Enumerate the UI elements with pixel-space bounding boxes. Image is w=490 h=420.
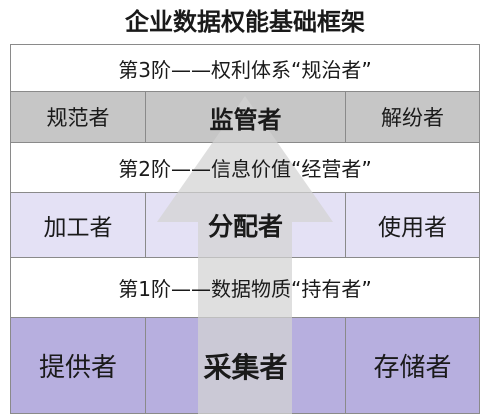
tier1-role-center-label: 采集者 [145, 317, 346, 414]
tier1-role-right-text: 存储者 [373, 353, 452, 383]
tier2-role-left: 加工者 [10, 192, 146, 258]
tier1-heading-overlay: 第1阶——数据物质“持有者” [10, 257, 480, 318]
tier2-heading-overlay-text: 第2阶——信息价值“经营者” [118, 157, 372, 181]
tier1-heading-overlay-text: 第1阶——数据物质“持有者” [118, 277, 372, 301]
tier3-role-right: 解纷者 [345, 91, 480, 143]
tier3-heading: 第3阶——权利体系“规治者” [10, 44, 480, 92]
tier2-role-center-label: 分配者 [145, 192, 346, 258]
tier3-role-right-text: 解纷者 [381, 106, 444, 130]
framework-diagram: 第3阶——权利体系“规治者” 规范者 解纷者 第2阶——信息价值“经营者” 加工… [10, 44, 480, 414]
tier3-role-center-label: 监管者 [145, 91, 346, 143]
tier2-role-center-text: 分配者 [207, 212, 283, 241]
tier1-role-left-text: 提供者 [38, 353, 117, 383]
tier3-heading-overlay: 第3阶——权利体系“规治者” [10, 44, 480, 92]
tier2-role-right: 使用者 [345, 192, 480, 258]
tier1-role-left: 提供者 [10, 317, 146, 414]
tier2-heading-overlay: 第2阶——信息价值“经营者” [10, 142, 480, 193]
tier1-role-right: 存储者 [345, 317, 480, 414]
tier2-role-left-text: 加工者 [43, 215, 113, 241]
tier3-role-center-text: 监管者 [209, 105, 282, 134]
tier2-role-right-text: 使用者 [378, 215, 447, 241]
tier3-role-left: 规范者 [10, 91, 146, 143]
tier1-role-center-text: 采集者 [203, 350, 288, 384]
tier3-role-left-text: 规范者 [46, 106, 110, 130]
tier3-heading-overlay-text: 第3阶——权利体系“规治者” [118, 57, 372, 82]
diagram-title: 企业数据权能基础框架 [125, 8, 365, 36]
